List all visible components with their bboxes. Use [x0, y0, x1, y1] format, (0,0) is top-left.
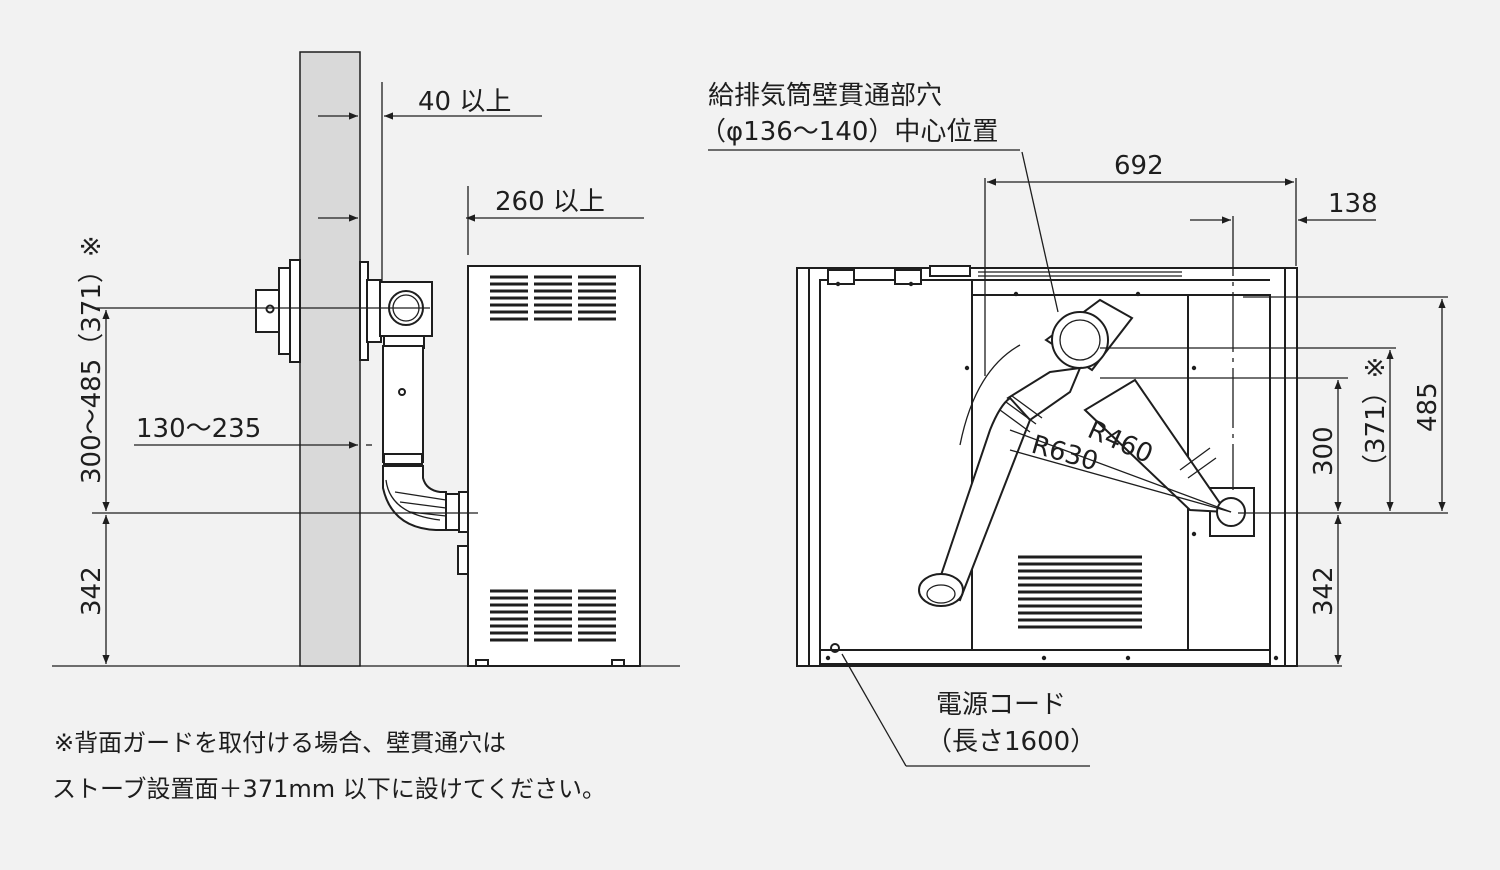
side-vent-top — [490, 275, 616, 321]
dim-692-label: 692 — [1114, 151, 1164, 181]
dim-300-label: 300 — [1309, 426, 1339, 476]
dim-485-label: 485 — [1413, 382, 1443, 432]
front-dimensions — [708, 149, 1448, 767]
dim-342-side-label: 342 — [77, 566, 107, 616]
front-vent — [1018, 555, 1142, 629]
wall-terminal — [255, 259, 382, 363]
note-line-2: ストーブ設置面＋371mm 以下に設けてください。 — [52, 775, 606, 803]
side-flue-pipe — [379, 281, 470, 533]
dim-height-range-label: 300～485（371）※ — [77, 235, 107, 484]
note-line-1: ※背面ガードを取付ける場合、壁貫通穴は — [54, 729, 506, 757]
front-view: 給排気筒壁貫通部穴 （φ136～140）中心位置 692 138 R460 R6… — [700, 81, 1448, 767]
dim-138-label: 138 — [1328, 189, 1378, 219]
radius-lines — [959, 344, 1232, 513]
installation-note: ※背面ガードを取付ける場合、壁貫通穴は ストーブ設置面＋371mm 以下に設けて… — [52, 729, 606, 803]
power-cord-subtitle: （長さ1600） — [926, 727, 1096, 757]
side-view: 40 以上 260 以上 130～235 300～485（371）※ 342 — [52, 51, 680, 667]
power-cord-port — [830, 643, 840, 653]
flue-hole-subtitle: （φ136～140）中心位置 — [700, 117, 998, 147]
side-vent-bottom — [490, 589, 616, 642]
dim-260-label: 260 以上 — [495, 187, 605, 217]
dim-371-label: （371）※ — [1361, 357, 1391, 480]
power-cord-title: 電源コード — [936, 690, 1066, 720]
dim-130-235-label: 130～235 — [136, 414, 261, 444]
stove-side-body — [457, 265, 641, 667]
wall — [299, 51, 361, 667]
dim-40-label: 40 以上 — [418, 87, 511, 117]
dim-342-front-label: 342 — [1309, 566, 1339, 616]
front-flue-pipe — [918, 298, 1255, 607]
flue-hole-title: 給排気筒壁貫通部穴 — [708, 81, 942, 111]
side-dimensions — [92, 82, 644, 664]
